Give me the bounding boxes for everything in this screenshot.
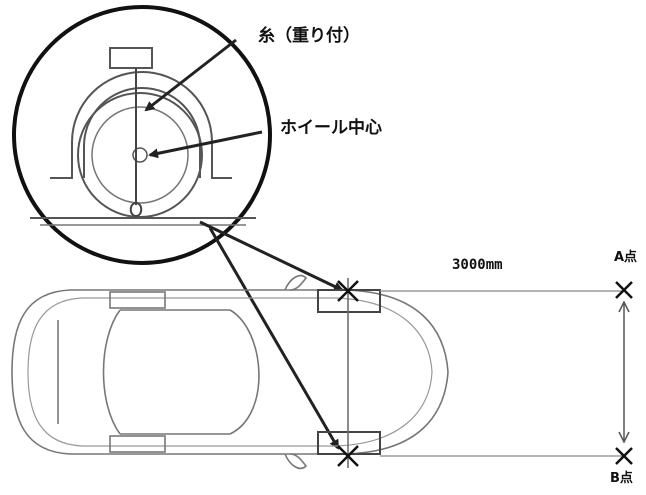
thread-label: 糸（重り付） [258,26,360,46]
point-b-label: B点 [610,471,633,486]
magnified-wheel-view [12,5,272,265]
point-a-label: A点 [614,250,638,265]
point-b-mark [615,447,633,465]
distance-label: 3000mm [452,257,503,273]
wheel-center-mark-bottom [337,445,359,467]
wheel-center-mark-top [337,280,359,302]
wheel-center-pointer-arrow [148,130,263,159]
car-top-view [11,274,449,470]
front-wheel-arrow-top [199,220,344,292]
front-wheel-arrow-bottom [208,227,340,450]
wheel-center-label: ホイール中心 [280,118,382,138]
thread-pointer-arrow [144,38,237,112]
point-a-mark [615,281,633,299]
